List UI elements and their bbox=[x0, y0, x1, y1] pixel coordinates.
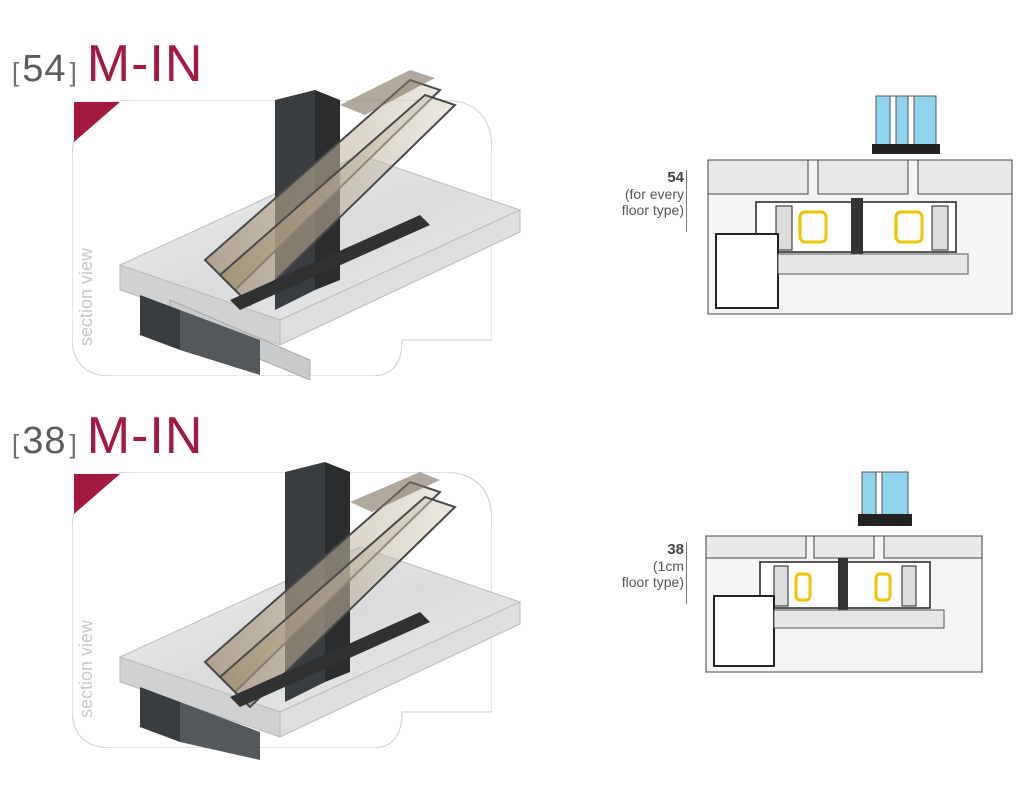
heading-bracket-close: ] bbox=[69, 429, 77, 459]
legend-number: 38 bbox=[667, 541, 684, 558]
heading-product-name: M-IN bbox=[86, 35, 204, 93]
accent-corner-triangle bbox=[74, 474, 120, 514]
section-54-m-in: [ 54 ] M-IN section view bbox=[12, 34, 1013, 381]
heading-number: 38 bbox=[22, 420, 67, 462]
3d-section-model bbox=[118, 70, 522, 381]
legend-divider bbox=[686, 170, 687, 232]
legend-line-1: (1cm bbox=[652, 558, 684, 574]
section-heading: [ 38 ] M-IN bbox=[12, 406, 203, 466]
legend-line-2: floor type) bbox=[621, 574, 684, 590]
accent-corner-triangle bbox=[74, 102, 120, 142]
3d-section-model bbox=[118, 462, 522, 760]
legend-divider bbox=[686, 542, 687, 604]
heading-bracket-open: [ bbox=[12, 429, 20, 459]
technical-section-drawing bbox=[707, 95, 1013, 315]
heading-number: 54 bbox=[22, 48, 67, 90]
heading-bracket-open: [ bbox=[12, 57, 20, 87]
legend-line-2: floor type) bbox=[621, 202, 684, 218]
heading-product-name: M-IN bbox=[86, 407, 204, 465]
legend-number: 54 bbox=[667, 169, 684, 186]
legend-block: 38 (1cm floor type) bbox=[621, 541, 684, 591]
legend-block: 54 (for every floor type) bbox=[621, 169, 684, 219]
section-heading: [ 54 ] M-IN bbox=[12, 34, 203, 94]
legend-line-1: (for every bbox=[624, 186, 684, 202]
technical-section-drawing bbox=[705, 471, 983, 673]
section-38-m-in: [ 38 ] M-IN section view 38 (1 bbox=[0, 372, 1024, 770]
heading-bracket-close: ] bbox=[69, 57, 77, 87]
